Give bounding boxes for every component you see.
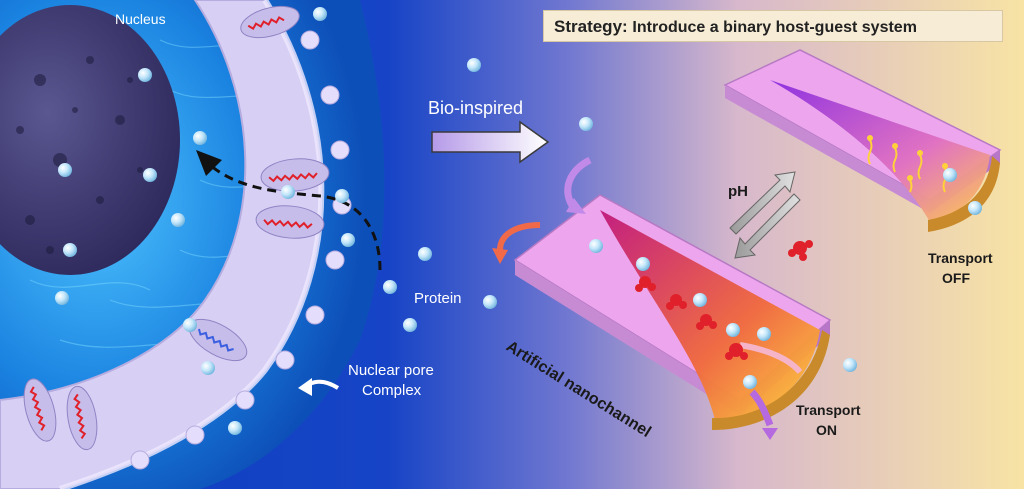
label-bio-inspired: Bio-inspired [428,98,524,118]
bio-inspired-arrow [431,120,550,164]
transport-path [209,163,382,271]
nanochannel-off [723,49,1002,232]
strategy-description: Introduce a binary host-guest system [632,19,917,36]
label-transport-off-line2: OFF [942,270,970,286]
label-ph: pH [728,183,748,200]
transport-arrowhead [196,150,222,176]
ph-equilibrium-arrows [729,171,801,259]
nucleus [0,5,180,275]
guest-molecules [635,240,813,360]
label-protein: Protein [414,290,462,307]
strategy-prefix: Strategy: [554,17,628,36]
strategy-banner [543,10,1003,42]
strategy-text: Strategy: Introduce a binary host-guest … [554,17,917,37]
envelope-bumps [130,30,352,470]
nucleus-texture [16,56,143,254]
nuclear-pores [23,5,330,451]
label-transport-on-line2: ON [816,422,837,438]
label-transport-on-line1: Transport [796,402,861,418]
label-nucleus: Nucleus [115,11,166,27]
label-nuclear-pore-line2: Complex [362,382,422,399]
flow-arrows [492,156,803,440]
label-nuclear-pore-line1: Nuclear pore [348,362,434,379]
protein-spheres [55,7,982,435]
label-transport-off-line1: Transport [928,250,993,266]
